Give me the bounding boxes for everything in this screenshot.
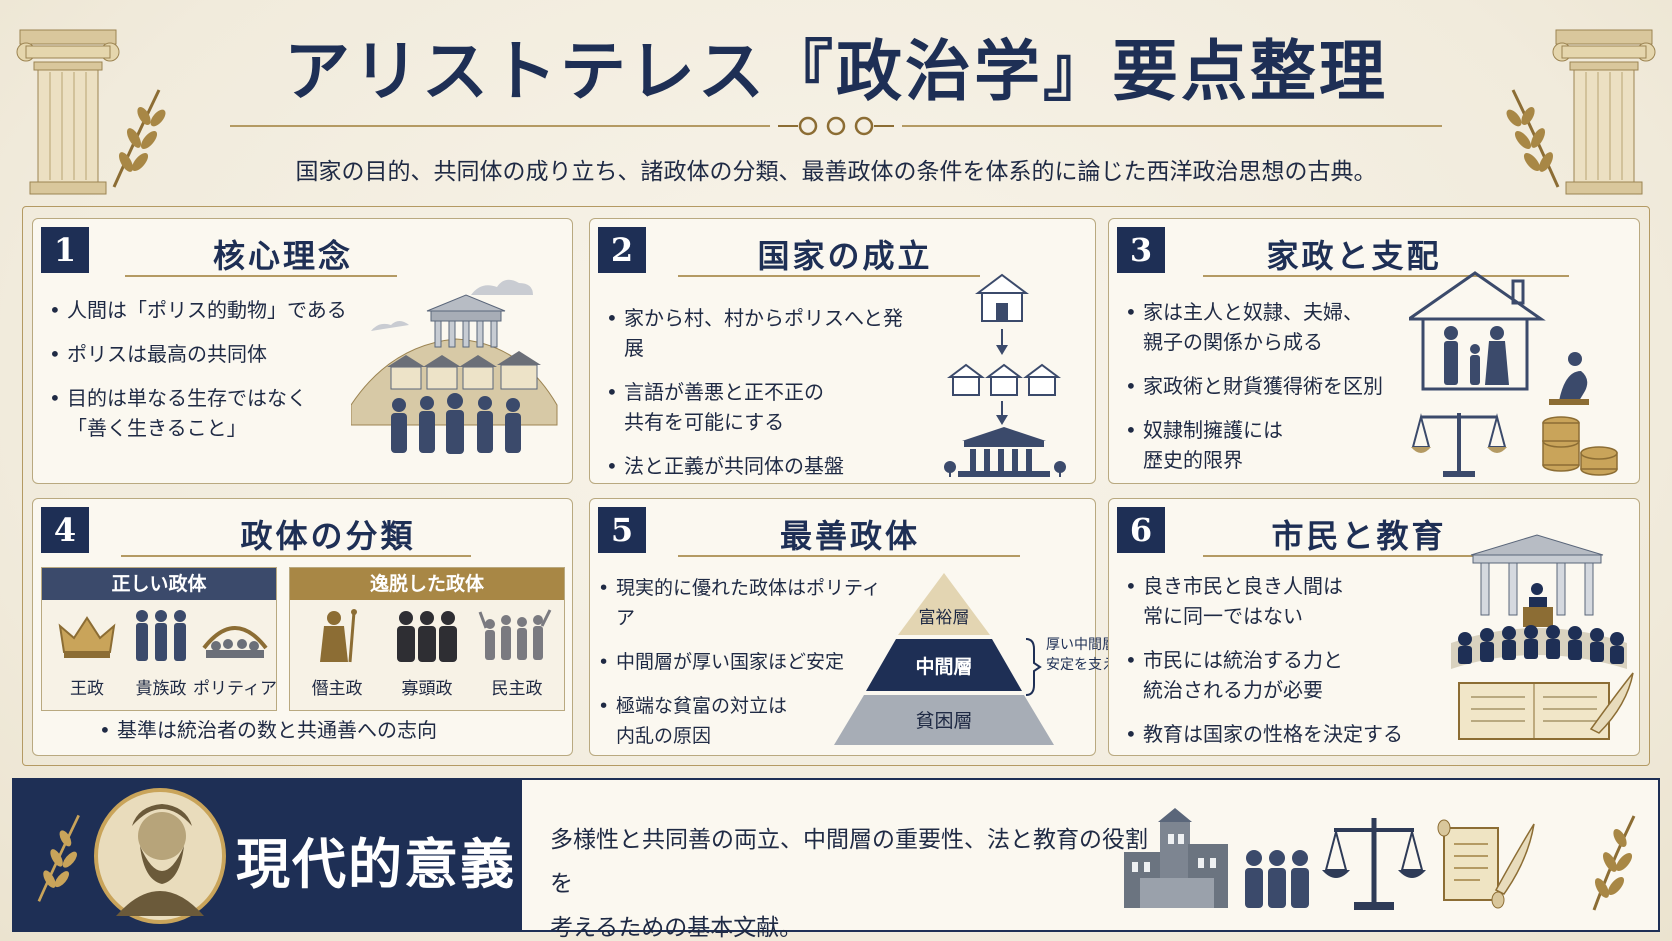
laurel-branch-icon xyxy=(1592,815,1636,911)
bullet-list: 現実的に優れた政体はポリティア 中間層が厚い国家ほど安定 極端な貧富の対立は 内… xyxy=(594,573,894,765)
correct-regimes-head: 正しい政体 xyxy=(42,568,276,600)
card-title: 政体の分類 xyxy=(240,517,416,555)
laurel-branch-icon xyxy=(112,89,166,188)
page-subtitle: 国家の目的、共同体の成り立ち、諸政体の分類、最善政体の条件を体系的に論じた西洋政… xyxy=(295,159,1377,185)
people-icon xyxy=(1245,850,1309,908)
list-item: 人間は「ポリス的動物」である xyxy=(45,295,375,325)
card-household-rule: 3 家政と支配 家は主人と奴隷、夫婦、 親子の関係から成る 家政術と財貨獲得術を… xyxy=(1108,218,1640,484)
cards-frame xyxy=(22,206,1650,766)
card-best-regime: 5 最善政体 現実的に優れた政体はポリティア 中間層が厚い国家ほど安定 極端な貧… xyxy=(589,498,1130,756)
lecture-scroll-illustration xyxy=(1451,534,1634,740)
scales-icon xyxy=(1322,818,1426,910)
card-number-badge: 2 xyxy=(598,227,646,273)
card-number-badge: 1 xyxy=(41,227,89,273)
card-title: 核心理念 xyxy=(212,237,353,275)
list-item: 言語が善悪と正不正の 共有を可能にする xyxy=(602,377,922,437)
regime-monarchy: 王政 xyxy=(44,608,130,699)
regime-aristocracy: 貴族政 xyxy=(118,608,204,699)
list-item: 目的は単なる生存ではなく 「善く生きること」 xyxy=(45,383,375,443)
card-number-badge: 4 xyxy=(41,507,89,553)
card-title: 最善政体 xyxy=(779,517,920,555)
assembly-icon xyxy=(202,626,268,658)
group-icon xyxy=(397,611,457,662)
greek-column-icon xyxy=(1552,29,1656,195)
card-number-badge: 3 xyxy=(1117,227,1165,273)
regime-democracy: 民主政 xyxy=(474,608,560,699)
regime-polity: ポリティア xyxy=(192,608,278,699)
card-title: 市民と教育 xyxy=(1271,517,1447,555)
list-item: 市民には統治する力と 統治される力が必要 xyxy=(1121,645,1411,705)
scroll-quill-icon xyxy=(1437,819,1535,909)
card-title: 国家の成立 xyxy=(757,237,933,275)
list-item: 法と正義が共同体の基盤 xyxy=(602,451,922,481)
list-item: 家は主人と奴隷、夫婦、 親子の関係から成る xyxy=(1121,297,1411,357)
modern-significance-banner: 現代的意義 多様性と共同善の両立、中間層の重要性、法と教育の役割を 考えるための… xyxy=(12,778,1660,941)
pyramid-middle-label: 中間層 xyxy=(915,655,972,678)
greek-column-icon xyxy=(16,29,120,195)
list-item: 教育は国家の性格を決定する xyxy=(1121,719,1411,749)
city-icon xyxy=(1124,808,1228,908)
card-number-badge: 6 xyxy=(1117,507,1165,553)
aristotle-portrait-icon xyxy=(94,788,226,924)
pyramid-upper-label: 富裕層 xyxy=(919,608,970,628)
page-title: アリストテレス『政治学』要点整理 xyxy=(284,32,1388,110)
list-item: 現実的に優れた政体はポリティア xyxy=(594,573,894,633)
crown-icon xyxy=(58,616,116,658)
household-scales-coins-illustration xyxy=(1409,271,1618,477)
deviant-regimes-head: 逸脱した政体 xyxy=(290,568,564,600)
card-citizen-education: 6 市民と教育 良き市民と良き人間は 常に同一ではない 市民には統治する力と 統… xyxy=(1108,498,1640,756)
regime-oligarchy: 寡頭政 xyxy=(384,608,470,699)
bullet-list: 家は主人と奴隷、夫婦、 親子の関係から成る 家政術と財貨獲得術を区別 奴隷制擁護… xyxy=(1121,297,1411,489)
card-core-idea: 1 核心理念 人間は「ポリス的動物」である ポリスは最高の共同体 目的は単なる生… xyxy=(32,218,573,484)
list-item: 良き市民と良き人間は 常に同一ではない xyxy=(1121,571,1411,631)
banner-title-panel: 現代的意義 xyxy=(14,780,522,930)
bullet-list: 人間は「ポリス的動物」である ポリスは最高の共同体 目的は単なる生存ではなく 「… xyxy=(45,295,375,457)
list-item: 家から村、村からポリスへと発展 xyxy=(602,303,922,363)
card-title: 家政と支配 xyxy=(1266,237,1442,275)
bullet-list: 良き市民と良き人間は 常に同一ではない 市民には統治する力と 統治される力が必要… xyxy=(1121,571,1411,763)
list-item: 家政術と財貨獲得術を区別 xyxy=(1121,371,1411,401)
regime-tyranny: 僭主政 xyxy=(294,608,380,699)
three-people-icon xyxy=(136,610,186,661)
list-item: ポリスは最高の共同体 xyxy=(45,339,375,369)
pyramid-lower-label: 貧困層 xyxy=(915,710,972,732)
tyrant-icon xyxy=(320,609,357,663)
laurel-branch-icon xyxy=(1506,89,1560,188)
card-regime-classification: 4 政体の分類 正しい政体 王政 xyxy=(32,498,573,756)
title-divider-ornament xyxy=(230,116,1442,136)
closing-icons-row xyxy=(1124,808,1636,911)
banner-title: 現代的意義 xyxy=(236,832,516,896)
list-item: 中間層が厚い国家ほど安定 xyxy=(594,647,894,677)
banner-text: 多様性と共同善の両立、中間層の重要性、法と教育の役割を 考えるための基本文献。 xyxy=(550,827,1148,941)
list-item: 極端な貧富の対立は 内乱の原因 xyxy=(594,691,894,751)
correct-regimes-box: 正しい政体 王政 xyxy=(41,567,277,711)
laurel-branch-icon xyxy=(37,814,80,902)
regime-criterion-note: 基準は統治者の数と共通善への志向 xyxy=(95,715,555,759)
deviant-regimes-box: 逸脱した政体 僭主政 xyxy=(289,567,565,711)
bullet-list: 家から村、村からポリスへと発展 言語が善悪と正不正の 共有を可能にする 法と正義… xyxy=(602,303,922,495)
polis-city-illustration xyxy=(351,279,558,454)
card-number-badge: 5 xyxy=(598,507,646,553)
house-village-polis-flow-illustration xyxy=(944,273,1066,477)
class-pyramid-chart: 富裕層 中間層 貧困層 xyxy=(834,573,1054,745)
list-item: 基準は統治者の数と共通善への志向 xyxy=(95,715,555,745)
crowd-icon xyxy=(478,609,552,660)
card-state-formation: 2 国家の成立 家から村、村からポリスへと発展 言語が善悪と正不正の 共有を可能… xyxy=(589,218,1096,484)
list-item: 奴隷制擁護には 歴史的限界 xyxy=(1121,415,1411,475)
